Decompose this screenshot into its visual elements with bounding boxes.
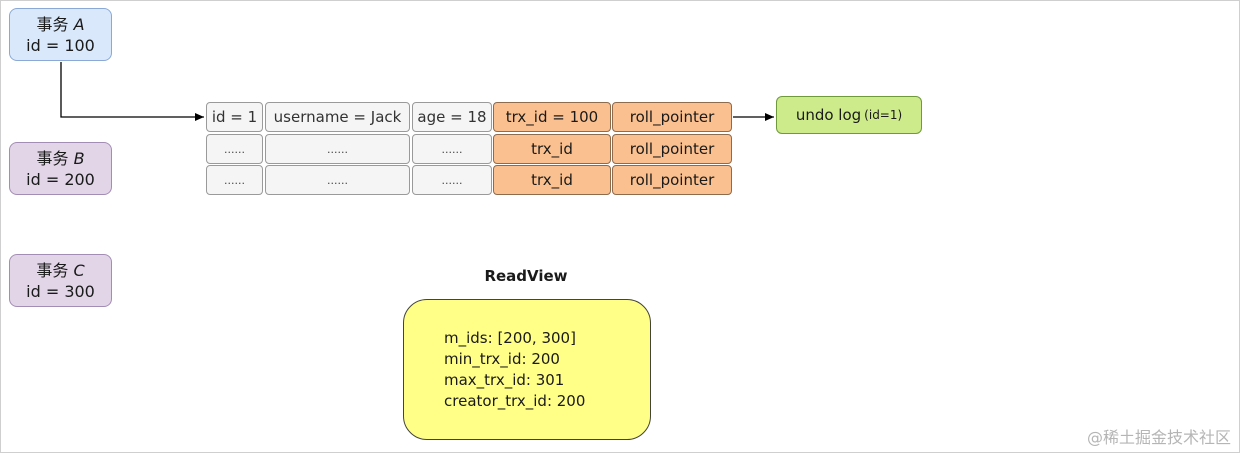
- row-2-username-cell: ......: [265, 134, 410, 164]
- readview-max-trx-id: max_trx_id: 301: [444, 370, 565, 389]
- row-1-trx-id-cell: trx_id = 100: [493, 102, 611, 132]
- transaction-b-title: 事务 B: [36, 148, 84, 169]
- watermark: @稀土掘金技术社区: [1086, 428, 1231, 447]
- readview-node: m_ids: [200, 300] min_trx_id: 200 max_tr…: [403, 299, 651, 440]
- transaction-a-id: id = 100: [26, 35, 95, 55]
- row-1-age-cell: age = 18: [412, 102, 492, 132]
- readview-creator-trx-id: creator_trx_id: 200: [444, 391, 586, 410]
- transaction-c-letter: C: [73, 260, 85, 280]
- transaction-b-letter: B: [73, 148, 85, 168]
- undo-log-detail: (id=1): [864, 108, 903, 122]
- row-1-id-cell: id = 1: [206, 102, 263, 132]
- transaction-a-label: 事务: [36, 14, 69, 34]
- transaction-a-node: 事务 A id = 100: [9, 8, 112, 61]
- transaction-c-title: 事务 C: [36, 260, 84, 281]
- transaction-c-label: 事务: [36, 260, 69, 280]
- transaction-c-node: 事务 C id = 300: [9, 254, 112, 307]
- transaction-b-node: 事务 B id = 200: [9, 142, 112, 195]
- undo-log-label: undo log: [795, 106, 862, 124]
- row-2-id-cell: ......: [206, 134, 263, 164]
- transaction-b-label: 事务: [36, 148, 69, 168]
- transaction-c-id: id = 300: [26, 281, 95, 301]
- undo-log-node: undo log (id=1): [776, 96, 922, 134]
- row-3-roll-pointer-cell: roll_pointer: [612, 165, 732, 195]
- row-3-age-cell: ......: [412, 165, 492, 195]
- readview-m-ids: m_ids: [200, 300]: [444, 328, 576, 347]
- row-3-trx-id-cell: trx_id: [493, 165, 611, 195]
- row-3-id-cell: ......: [206, 165, 263, 195]
- transaction-a-letter: A: [73, 14, 85, 34]
- readview-title: ReadView: [484, 267, 568, 285]
- arrow-trx-a-to-row: [60, 62, 204, 121]
- transaction-b-id: id = 200: [26, 169, 95, 189]
- row-1-username-cell: username = Jack: [265, 102, 410, 132]
- row-2-roll-pointer-cell: roll_pointer: [612, 134, 732, 164]
- row-3-username-cell: ......: [265, 165, 410, 195]
- readview-min-trx-id: min_trx_id: 200: [444, 349, 560, 368]
- row-2-trx-id-cell: trx_id: [493, 134, 611, 164]
- row-1-roll-pointer-cell: roll_pointer: [612, 102, 732, 132]
- transaction-a-title: 事务 A: [36, 14, 84, 35]
- row-2-age-cell: ......: [412, 134, 492, 164]
